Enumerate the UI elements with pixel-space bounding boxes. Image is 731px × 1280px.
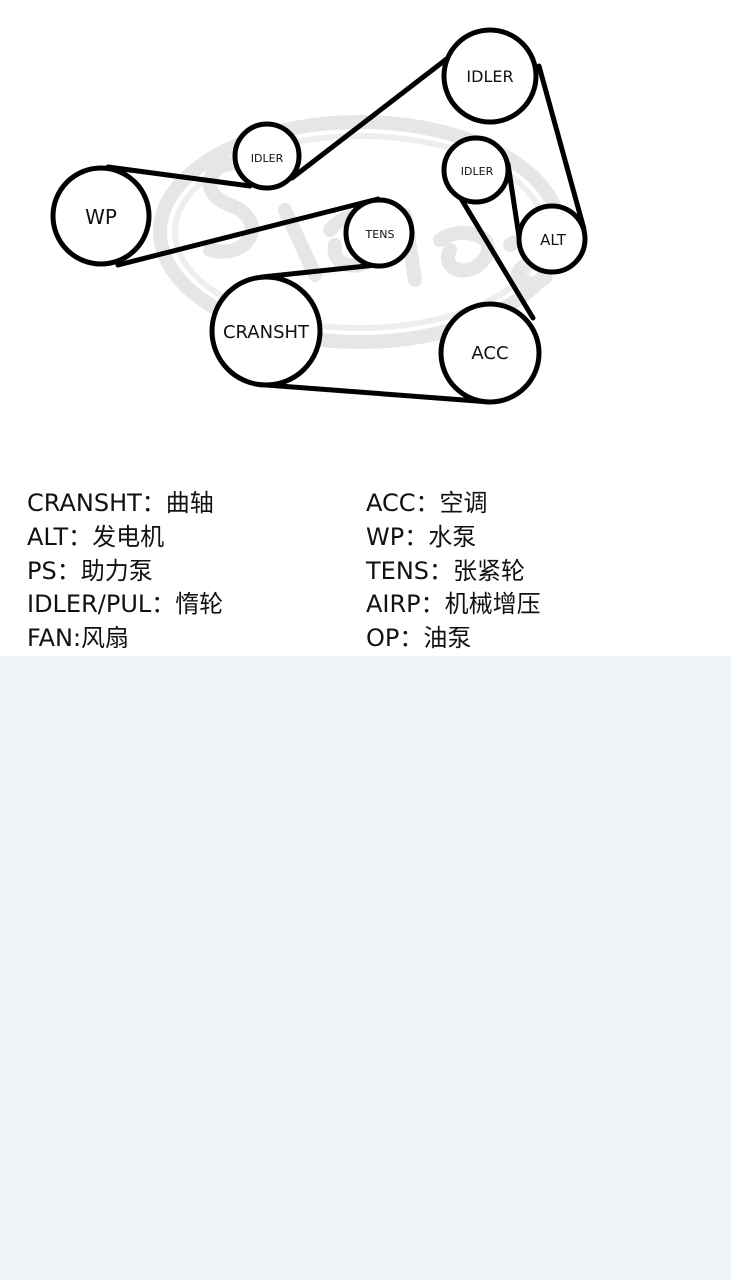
legend-item-cransht: CRANSHT：曲轴 (27, 489, 214, 517)
pulleys (50, 27, 588, 405)
belt-segment-tens-crank (259, 261, 389, 280)
pulley-label-tens: TENS (365, 228, 395, 241)
abbreviation-legend: CRANSHT：曲轴 ALT：发电机 PS：助力泵 IDLER/PUL：惰轮 F… (0, 486, 731, 656)
pulley-cranksht (209, 274, 323, 388)
belt-routing-svg: IDLER IDLER WP TENS CRANSHT IDLER ALT AC… (50, 27, 588, 405)
legend-item-op: OP：油泵 (366, 624, 472, 652)
legend-item-alt: ALT：发电机 (27, 523, 165, 551)
pulley-tens (343, 197, 415, 269)
belt-segment-crank-acc (263, 382, 493, 405)
pulley-label-cranksht: CRANSHT (223, 322, 310, 343)
pulley-idler-small (232, 121, 302, 191)
pulley-idler-right (441, 135, 511, 205)
pulley-label-idler-top: IDLER (466, 67, 513, 86)
pulley-label-wp: WP (85, 205, 117, 229)
belt-diagram-card: IDLER IDLER WP TENS CRANSHT IDLER ALT AC… (0, 0, 731, 656)
pulley-label-idler-small: IDLER (251, 152, 284, 165)
pulley-label-alt: ALT (540, 231, 567, 249)
belt-segment-idlertop-idler (289, 48, 460, 181)
legend-item-acc: ACC：空调 (366, 489, 488, 517)
belt-segment-wp-tens (115, 196, 381, 268)
pulley-wp (50, 165, 152, 267)
empty-background-area (0, 656, 731, 1280)
legend-item-ps: PS：助力泵 (27, 557, 153, 585)
pulley-labels: IDLER IDLER WP TENS CRANSHT IDLER ALT AC… (85, 67, 567, 364)
serpentine-belt (105, 48, 587, 405)
legend-item-tens: TENS：张紧轮 (366, 557, 526, 585)
belt-segment-alt-idlertop (536, 63, 587, 232)
belt-segment-acc-idler (451, 184, 536, 321)
belt-routing-diagram: IDLER IDLER WP TENS CRANSHT IDLER ALT AC… (0, 0, 731, 440)
pulley-label-acc: ACC (471, 343, 508, 364)
belt-segment-idler-wp (105, 164, 253, 189)
pulley-acc (438, 301, 542, 405)
legend-item-wp: WP：水泵 (366, 523, 477, 551)
pulley-label-idler-right: IDLER (461, 165, 494, 178)
pulley-alt (516, 203, 588, 275)
legend-item-fan: FAN:风扇 (27, 624, 130, 652)
legend-item-airp: AIRP：机械增压 (366, 590, 541, 618)
legend-item-idler-pul: IDLER/PUL：惰轮 (27, 590, 224, 618)
pulley-idler-top (441, 27, 539, 125)
